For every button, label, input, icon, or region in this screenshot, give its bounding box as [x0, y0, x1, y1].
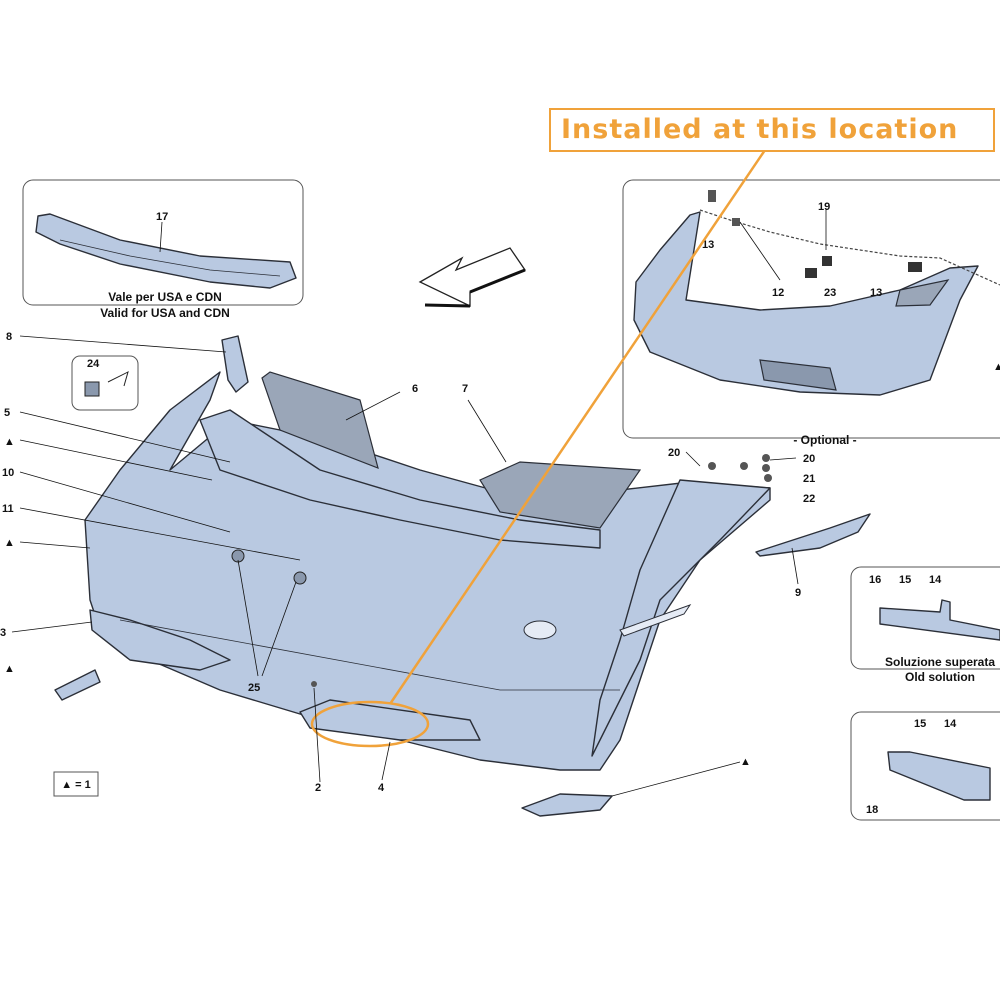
label-24: 24 — [87, 358, 100, 370]
label-10: 10 — [2, 467, 14, 479]
usa-note-en: Valid for USA and CDN — [100, 306, 230, 320]
label-23: 23 — [824, 287, 836, 299]
legend: ▲ = 1 — [53, 771, 99, 797]
label-8: 8 — [6, 331, 12, 343]
label-11: 11 — [2, 503, 14, 515]
installation-highlight — [310, 149, 767, 748]
label-3: 3 — [0, 627, 6, 639]
label-12: 12 — [772, 287, 784, 299]
direction-arrow-icon — [418, 247, 526, 308]
label-5: 5 — [4, 407, 10, 419]
label-14-new: 14 — [944, 718, 957, 730]
leader-lines — [11, 335, 799, 797]
label-13a: 13 — [702, 239, 714, 251]
old-solution-it: Soluzione superata — [885, 655, 995, 669]
tri-2: ▲ — [4, 537, 15, 549]
label-15-new: 15 — [914, 718, 926, 730]
legend-text: ▲ = 1 — [61, 779, 91, 791]
installed-location-callout: Installed at this location — [549, 108, 995, 152]
label-2: 2 — [315, 782, 321, 794]
clip-inset-24: 24 — [71, 355, 139, 411]
label-25: 25 — [248, 682, 260, 694]
label-6: 6 — [412, 383, 418, 395]
old-solution-inset: 16 15 14 Soluzione superata Old solution — [850, 566, 1000, 684]
label-17: 17 — [156, 211, 168, 223]
label-20a: 20 — [668, 447, 680, 459]
label-21: 21 — [803, 473, 815, 485]
label-18: 18 — [866, 804, 878, 816]
label-13b: 13 — [870, 287, 882, 299]
label-15-old: 15 — [899, 574, 911, 586]
old-solution-en: Old solution — [905, 670, 975, 684]
tri-1: ▲ — [4, 436, 15, 448]
label-14-old: 14 — [929, 574, 942, 586]
label-9: 9 — [795, 587, 801, 599]
label-22: 22 — [803, 493, 815, 505]
label-19: 19 — [818, 201, 830, 213]
label-16: 16 — [869, 574, 881, 586]
label-20b: 20 — [803, 453, 815, 465]
optional-inset: 13 12 19 23 13 ▲ - Optional - — [622, 179, 1000, 447]
new-solution-inset: 15 14 18 — [850, 711, 1000, 821]
optional-caption: - Optional - — [793, 433, 856, 447]
bumper-assembly — [54, 335, 871, 817]
usa-note-it: Vale per USA e CDN — [108, 290, 222, 304]
label-4: 4 — [378, 782, 385, 794]
usa-cdn-inset: 17 Vale per USA e CDN Valid for USA and … — [22, 179, 304, 320]
fasteners-20-22 — [708, 454, 772, 482]
tri-3: ▲ — [4, 663, 15, 675]
label-7: 7 — [462, 383, 468, 395]
tri-optional: ▲ — [993, 361, 1000, 373]
tri-4: ▲ — [740, 756, 751, 768]
